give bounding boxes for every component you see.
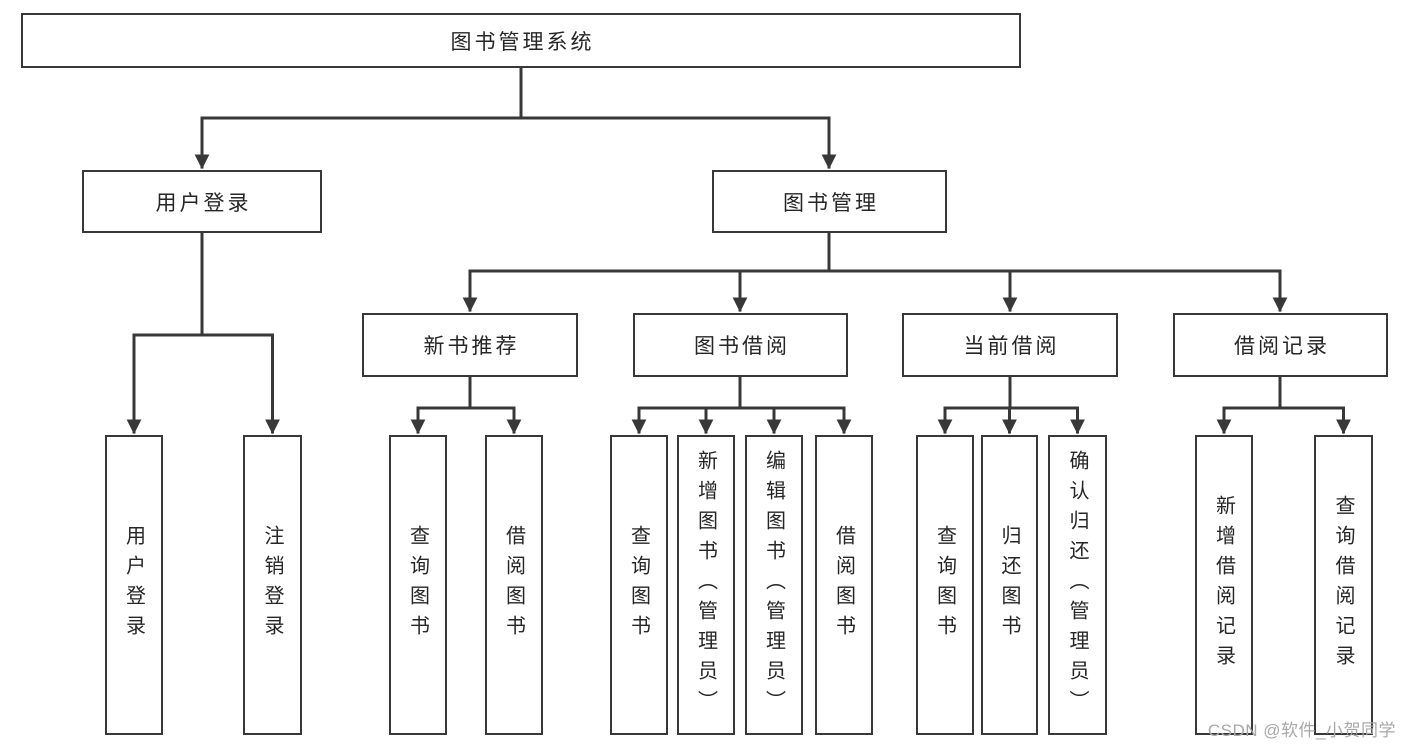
leaf-borrow-edit-books-admin: 编辑图书（管理员）: [745, 435, 803, 735]
leaf-current-query-books: 查询图书: [916, 435, 974, 735]
node-user-login: 用户登录: [82, 170, 322, 233]
node-new-book-recommend: 新书推荐: [362, 313, 578, 377]
node-system-root: 图书管理系统: [21, 13, 1021, 68]
leaf-borrow-query-books: 查询图书: [610, 435, 668, 735]
leaf-records-add-record: 新增借阅记录: [1195, 435, 1253, 735]
leaf-borrow-borrow-books: 借阅图书: [815, 435, 873, 735]
leaf-logout: 注销登录: [243, 435, 302, 735]
csdn-watermark: CSDN @软件_小贺同学: [1207, 721, 1396, 740]
leaf-current-confirm-return-admin: 确认归还（管理员）: [1048, 435, 1107, 735]
leaf-borrow-add-books-admin: 新增图书（管理员）: [677, 435, 735, 735]
node-book-management: 图书管理: [712, 170, 947, 233]
leaf-recommend-borrow-books: 借阅图书: [485, 435, 543, 735]
leaf-recommend-query-books: 查询图书: [389, 435, 447, 735]
node-book-borrow: 图书借阅: [633, 313, 848, 377]
node-borrow-records: 借阅记录: [1173, 313, 1388, 377]
leaf-records-query-record: 查询借阅记录: [1314, 435, 1373, 735]
leaf-current-return-books: 归还图书: [981, 435, 1038, 735]
leaf-user-login: 用户登录: [105, 435, 163, 735]
node-current-borrow: 当前借阅: [902, 313, 1118, 377]
